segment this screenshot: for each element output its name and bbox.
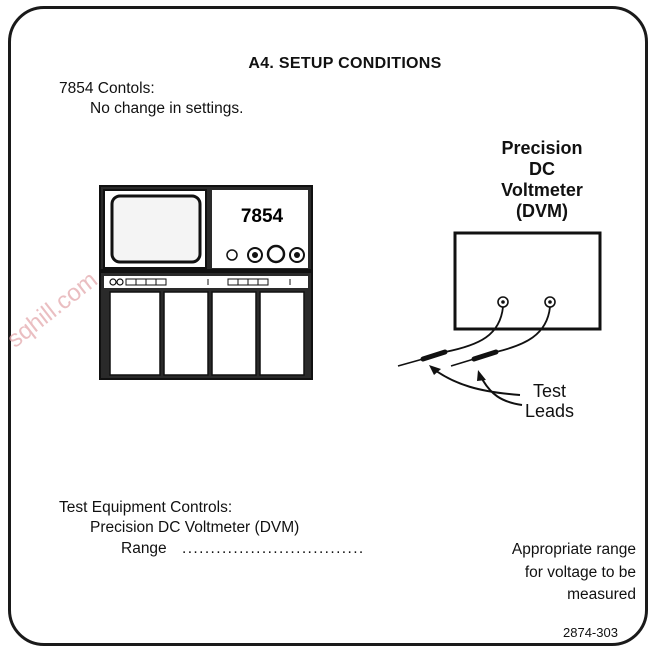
range-value-line2: for voltage to be bbox=[524, 564, 636, 581]
test-probe-icon bbox=[471, 349, 499, 362]
controls-heading: 7854 Contols: bbox=[59, 80, 155, 97]
plugin-slot bbox=[163, 291, 209, 376]
switch-icon bbox=[116, 278, 124, 286]
crt-screen bbox=[110, 194, 202, 264]
range-value-line3: measured bbox=[567, 586, 636, 603]
knob-center-icon bbox=[294, 252, 300, 258]
range-value-line1: Appropriate range bbox=[511, 541, 636, 558]
test-lead-wire bbox=[495, 306, 551, 353]
dvm-label-line1: Precision bbox=[501, 138, 583, 158]
plugin-slot bbox=[211, 291, 257, 376]
scope-model-label: 7854 bbox=[241, 206, 284, 227]
plugin-slot bbox=[109, 291, 161, 376]
test-equipment-heading: Test Equipment Controls: bbox=[59, 499, 233, 516]
test-leads-label: Test Leads bbox=[525, 381, 574, 421]
dvm-label-line2: DC bbox=[529, 159, 555, 179]
dvm-box bbox=[453, 231, 602, 331]
knob-icon bbox=[226, 249, 238, 261]
dvm-label-line3: Voltmeter bbox=[501, 180, 583, 200]
controls-setting: No change in settings. bbox=[90, 100, 244, 117]
test-lead-wire bbox=[444, 306, 504, 353]
knob-icon bbox=[266, 244, 286, 264]
power-switch-icon bbox=[109, 278, 117, 286]
test-leads-line1: Test bbox=[533, 381, 567, 401]
arrow-icon bbox=[431, 367, 521, 396]
test-equipment-instrument: Precision DC Voltmeter (DVM) bbox=[90, 519, 300, 536]
figure-frame bbox=[8, 6, 648, 646]
figure-number: 2874-303 bbox=[563, 625, 618, 640]
range-leader: ................................ bbox=[182, 540, 365, 557]
test-probe-icon bbox=[420, 349, 448, 362]
dvm-label-line4: (DVM) bbox=[516, 201, 568, 221]
plugin-slot bbox=[259, 291, 305, 376]
range-label: Range bbox=[121, 540, 167, 557]
page-title: A4. SETUP CONDITIONS bbox=[248, 55, 442, 72]
knob-center-icon bbox=[252, 252, 258, 258]
dvm-label: Precision DC Voltmeter (DVM) bbox=[462, 138, 622, 222]
test-leads-line2: Leads bbox=[525, 401, 575, 421]
